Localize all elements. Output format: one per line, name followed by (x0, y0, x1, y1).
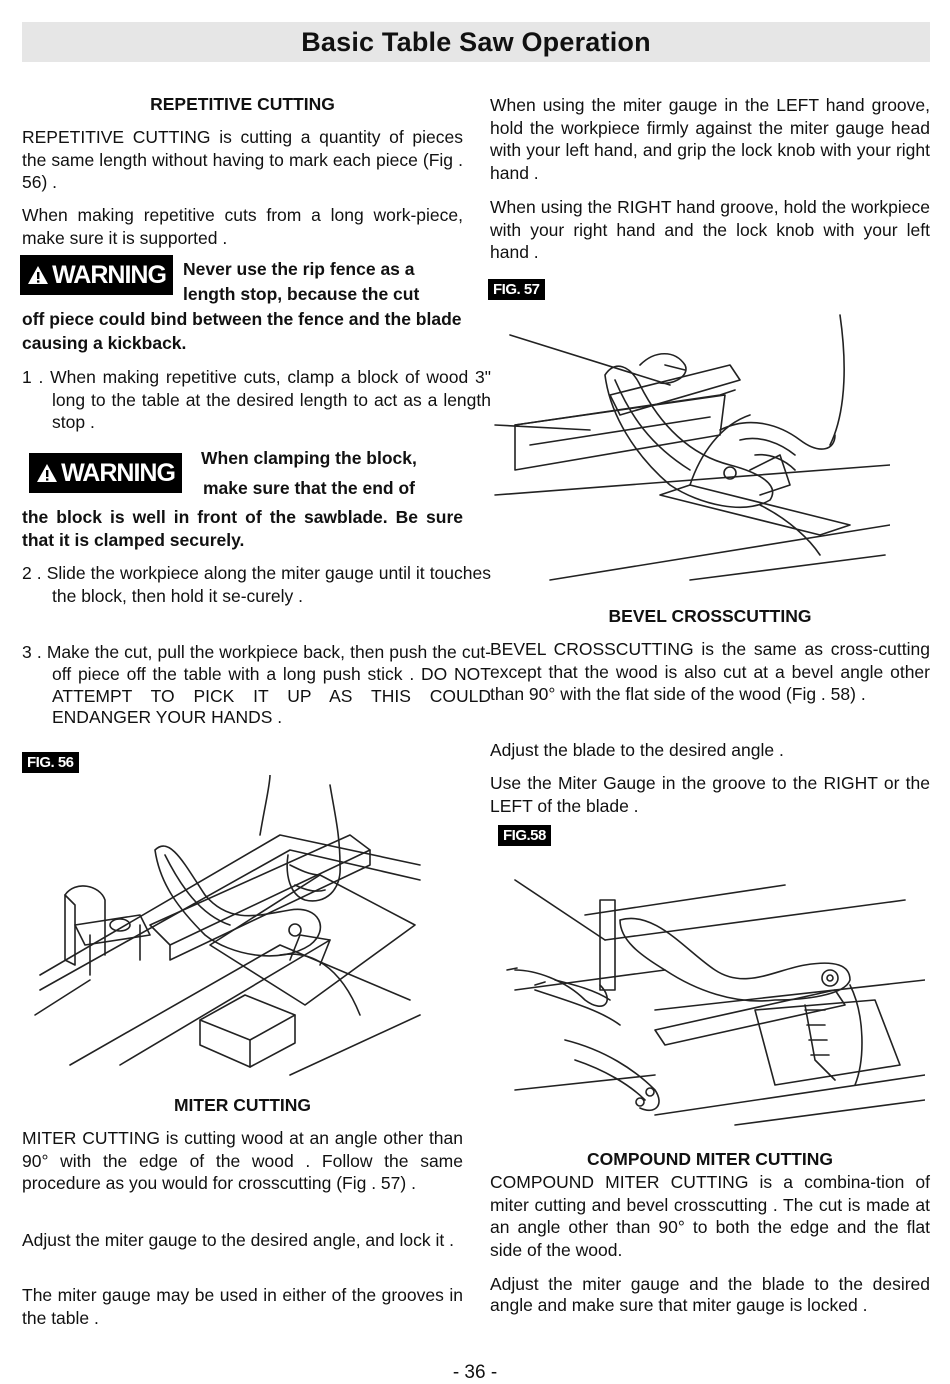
fig-57-label: FIG. 57 (488, 279, 545, 300)
page-title: Basic Table Saw Operation (301, 26, 651, 57)
page-number: - 36 - (452, 1362, 498, 1383)
miter-heading: MITER CUTTING (173, 1095, 312, 1115)
repetitive-step2: 2 . Slide the workpiece along the miter … (22, 563, 491, 606)
miter-p3: The miter gauge may be used in either of… (22, 1285, 463, 1328)
compound-p1: COMPOUND MITER CUTTING is a combina-tion… (490, 1172, 930, 1260)
warning2-line1: When clamping the block, (201, 448, 417, 468)
title-bar: Basic Table Saw Operation (22, 22, 930, 62)
warning1-rest: off piece could bind between the fence a… (22, 309, 462, 353)
miter-p2: Adjust the miter gauge to the desired an… (22, 1230, 454, 1250)
warning-badge-2-text: WARNING (61, 458, 176, 487)
compound-heading: COMPOUND MITER CUTTING (587, 1149, 833, 1169)
warning-triangle-icon (28, 266, 49, 284)
repetitive-p1: REPETITIVE CUTTING is cutting a quantity… (22, 127, 463, 192)
warning-badge-1-text: WARNING (52, 260, 167, 289)
warning2-rest: the block is well in front of the sawbla… (22, 507, 463, 550)
warning2-line2: make sure that the end of (203, 478, 415, 498)
repetitive-p2: When making repetitive cuts from a long … (22, 205, 463, 248)
fig-56-label: FIG. 56 (22, 752, 79, 773)
fig-58-illustration (506, 879, 925, 1126)
bevel-p1: BEVEL CROSSCUTTING is the same as cross-… (490, 639, 930, 704)
fig-57-illustration (494, 314, 890, 581)
fig-58-label: FIG.58 (498, 825, 551, 846)
miter-p1: MITER CUTTING is cutting wood at an angl… (22, 1128, 463, 1193)
repetitive-step1: 1 . When making repetitive cuts, clamp a… (22, 367, 491, 432)
warning-triangle-icon (37, 464, 58, 482)
compound-p2: Adjust the miter gauge and the blade to … (490, 1274, 930, 1315)
miter-p5: When using the RIGHT hand groove, hold t… (490, 197, 930, 262)
repetitive-step3: 3 . Make the cut, pull the workpiece bac… (22, 642, 491, 728)
repetitive-heading: REPETITIVE CUTTING (150, 94, 335, 114)
bevel-heading: BEVEL CROSSCUTTING (608, 606, 812, 626)
bevel-p3: Use the Miter Gauge in the groove to the… (490, 773, 930, 816)
warning1-line1: Never use the rip fence as a (183, 259, 415, 279)
warning-badge-1: WARNING (20, 255, 173, 295)
bevel-p2: Adjust the blade to the desired angle . (490, 740, 784, 760)
warning1-line2: length stop, because the cut (183, 284, 420, 304)
miter-p4: When using the miter gauge in the LEFT h… (490, 95, 930, 183)
warning-badge-2: WARNING (29, 453, 182, 493)
fig-56-illustration (34, 775, 421, 1076)
